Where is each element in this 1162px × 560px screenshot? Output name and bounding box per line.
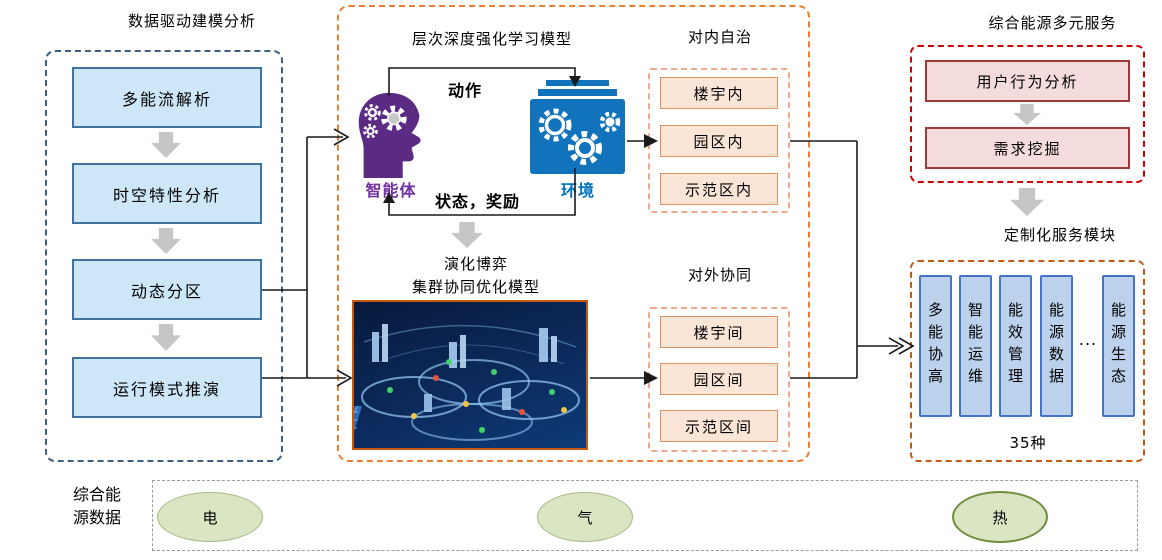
action-label: 动作 — [447, 81, 482, 100]
bottom-data-label-line1: 综合能 — [72, 485, 121, 504]
energy-data-bar — [152, 480, 1138, 551]
environment-icon — [530, 78, 625, 174]
module-multi-energy: 多能协高 — [919, 275, 952, 417]
bottom-data-label: 综合能 源数据 — [57, 483, 137, 529]
energy-source-electricity: 电 — [157, 492, 263, 542]
agent-label: 智能体 — [365, 181, 417, 200]
modules-count: 35种 — [1009, 434, 1047, 452]
game-model-title-line2: 集群协同优化模型 — [411, 278, 540, 296]
modules-panel-title: 定制化服务模块 — [1003, 226, 1116, 244]
external-item-demo-zone: 示范区间 — [660, 410, 778, 442]
step-dynamic-partition: 动态分区 — [72, 259, 262, 320]
open-chevron-arrow-icon — [888, 337, 905, 355]
modules-container — [910, 260, 1145, 462]
bottom-data-label-line2: 源数据 — [72, 508, 121, 527]
module-energy-data: 能源数据 — [1040, 275, 1073, 417]
smart-city-image — [352, 300, 588, 450]
module-energy-efficiency: 能效管理 — [999, 275, 1032, 417]
external-item-park: 园区间 — [660, 363, 778, 395]
services-container — [910, 45, 1145, 183]
services-panel-title: 综合能源多元服务 — [988, 14, 1117, 32]
down-arrow-icon — [1010, 188, 1044, 216]
external-item-building: 楼宇间 — [660, 316, 778, 348]
modules-ellipsis: ... — [1078, 330, 1098, 349]
external-coordination-title: 对外协同 — [687, 266, 752, 284]
step-operation-mode-deduction: 运行模式推演 — [72, 357, 262, 418]
internal-item-demo-zone: 示范区内 — [660, 173, 778, 205]
step-spatiotemporal-analysis: 时空特性分析 — [72, 163, 262, 224]
left-panel-title: 数据驱动建模分析 — [127, 12, 256, 30]
agent-brain-icon — [351, 90, 431, 178]
energy-source-heat: 热 — [952, 491, 1048, 543]
energy-source-gas: 气 — [537, 492, 633, 542]
internal-item-park: 园区内 — [660, 125, 778, 157]
environment-label: 环境 — [560, 181, 595, 200]
internal-item-building: 楼宇内 — [660, 77, 778, 109]
module-smart-om: 智能运维 — [959, 275, 992, 417]
service-demand-mining: 需求挖掘 — [925, 127, 1130, 169]
internal-autonomy-title: 对内自治 — [687, 28, 752, 46]
module-energy-ecology: 能源生态 — [1102, 275, 1135, 417]
game-model-title-line1: 演化博弈 — [443, 255, 508, 273]
step-multi-energy-flow: 多能流解析 — [72, 67, 262, 128]
service-user-behavior: 用户行为分析 — [925, 60, 1130, 102]
rl-model-title: 层次深度强化学习模型 — [411, 30, 572, 48]
state-reward-label: 状态，奖励 — [434, 192, 520, 211]
